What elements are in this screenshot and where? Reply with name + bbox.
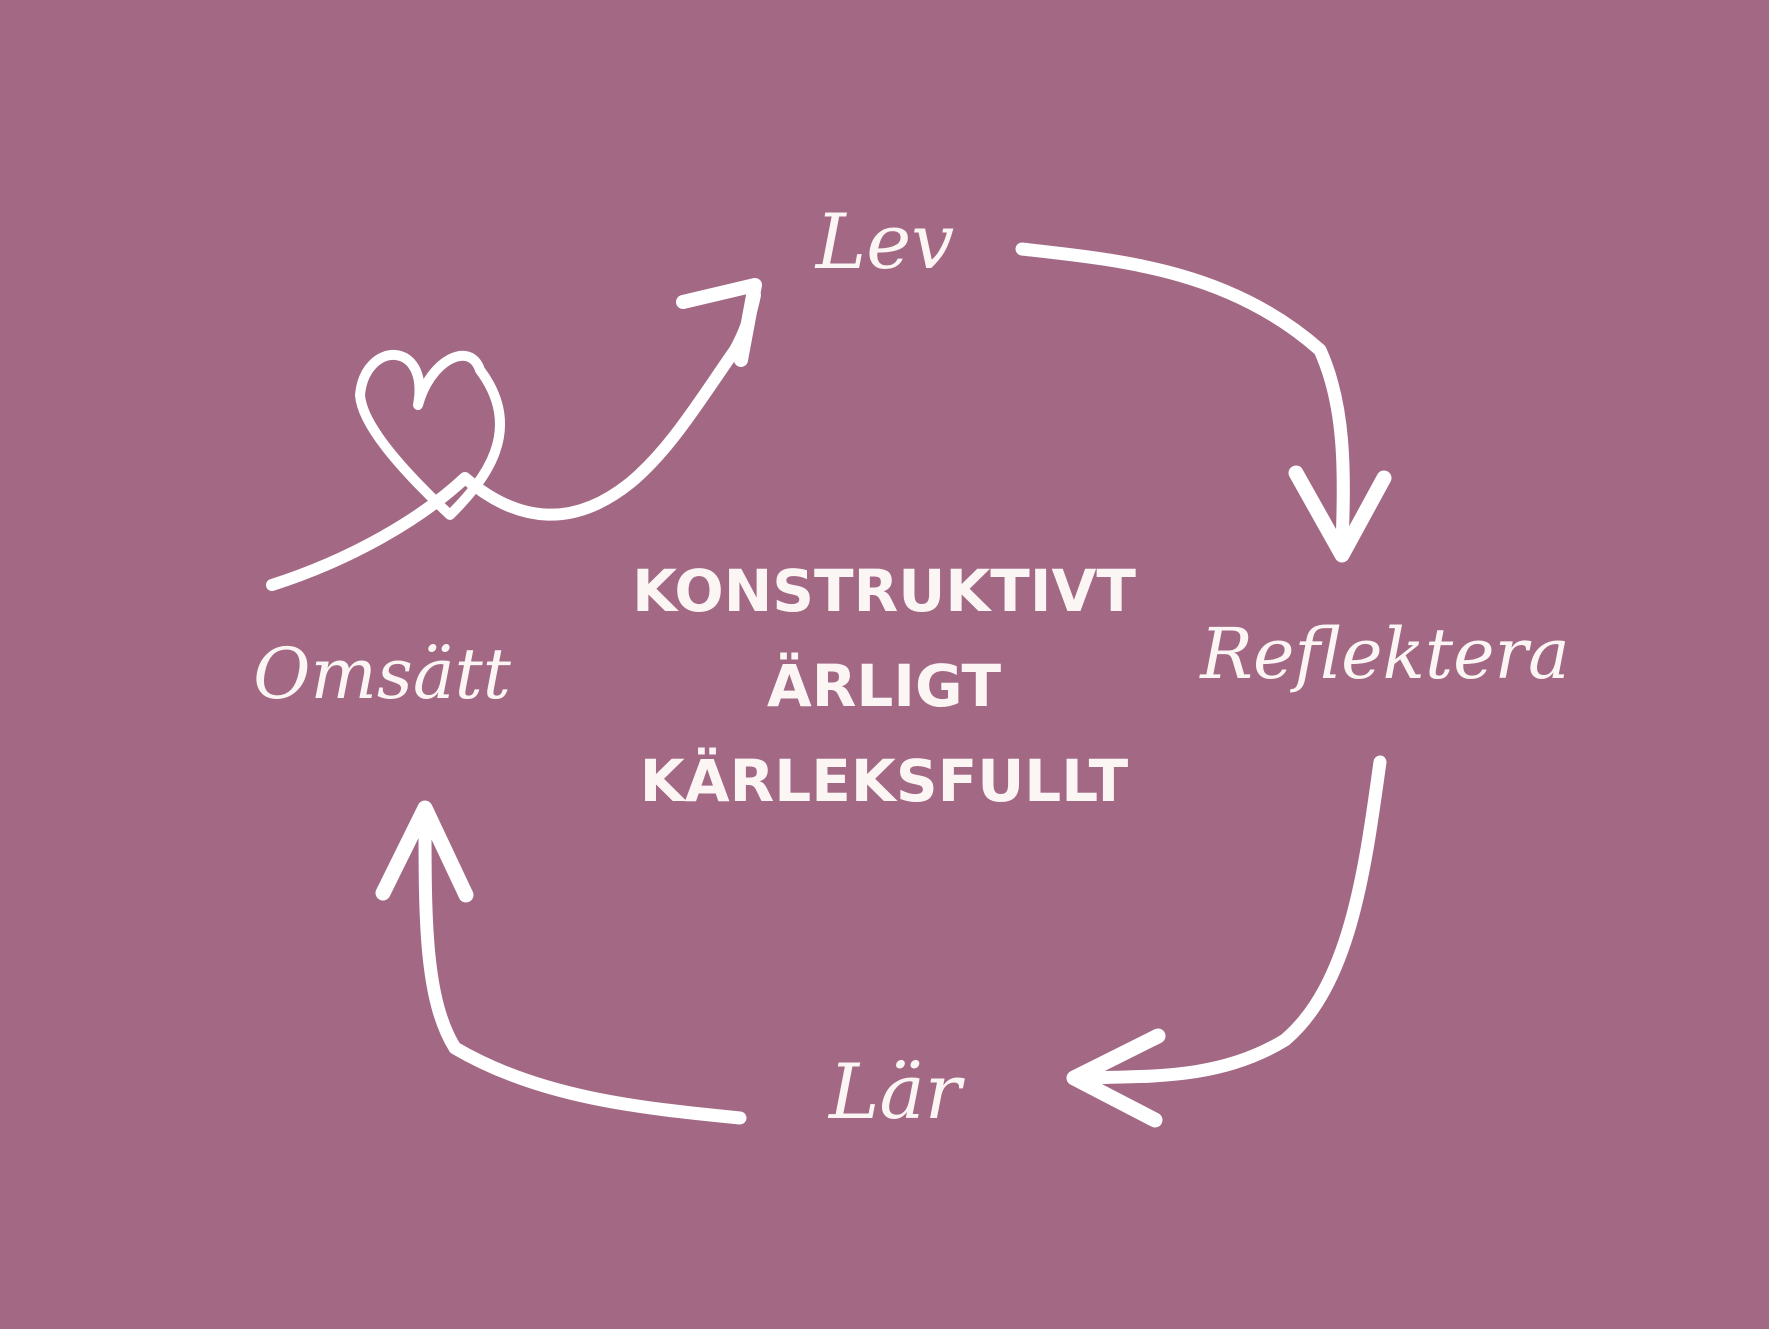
arrow-lev-to-reflektera — [1015, 242, 1392, 563]
arrow-reflektera-to-lar — [1066, 755, 1387, 1128]
heart-icon — [355, 350, 505, 520]
stage-label-omsatt: Omsätt — [253, 633, 512, 715]
stage-label-reflektera: Reflektera — [1198, 613, 1569, 695]
stage-label-lev: Lev — [814, 197, 954, 286]
center-line-2: ÄRLIGT — [767, 651, 1002, 720]
center-line-3: KÄRLEKSFULLT — [640, 746, 1129, 815]
arrow-lar-to-omsatt — [375, 800, 747, 1125]
arrow-omsatt-to-lev — [266, 278, 762, 591]
stage-label-lar: Lär — [827, 1047, 966, 1136]
center-line-1: KONSTRUKTIVT — [632, 557, 1136, 625]
